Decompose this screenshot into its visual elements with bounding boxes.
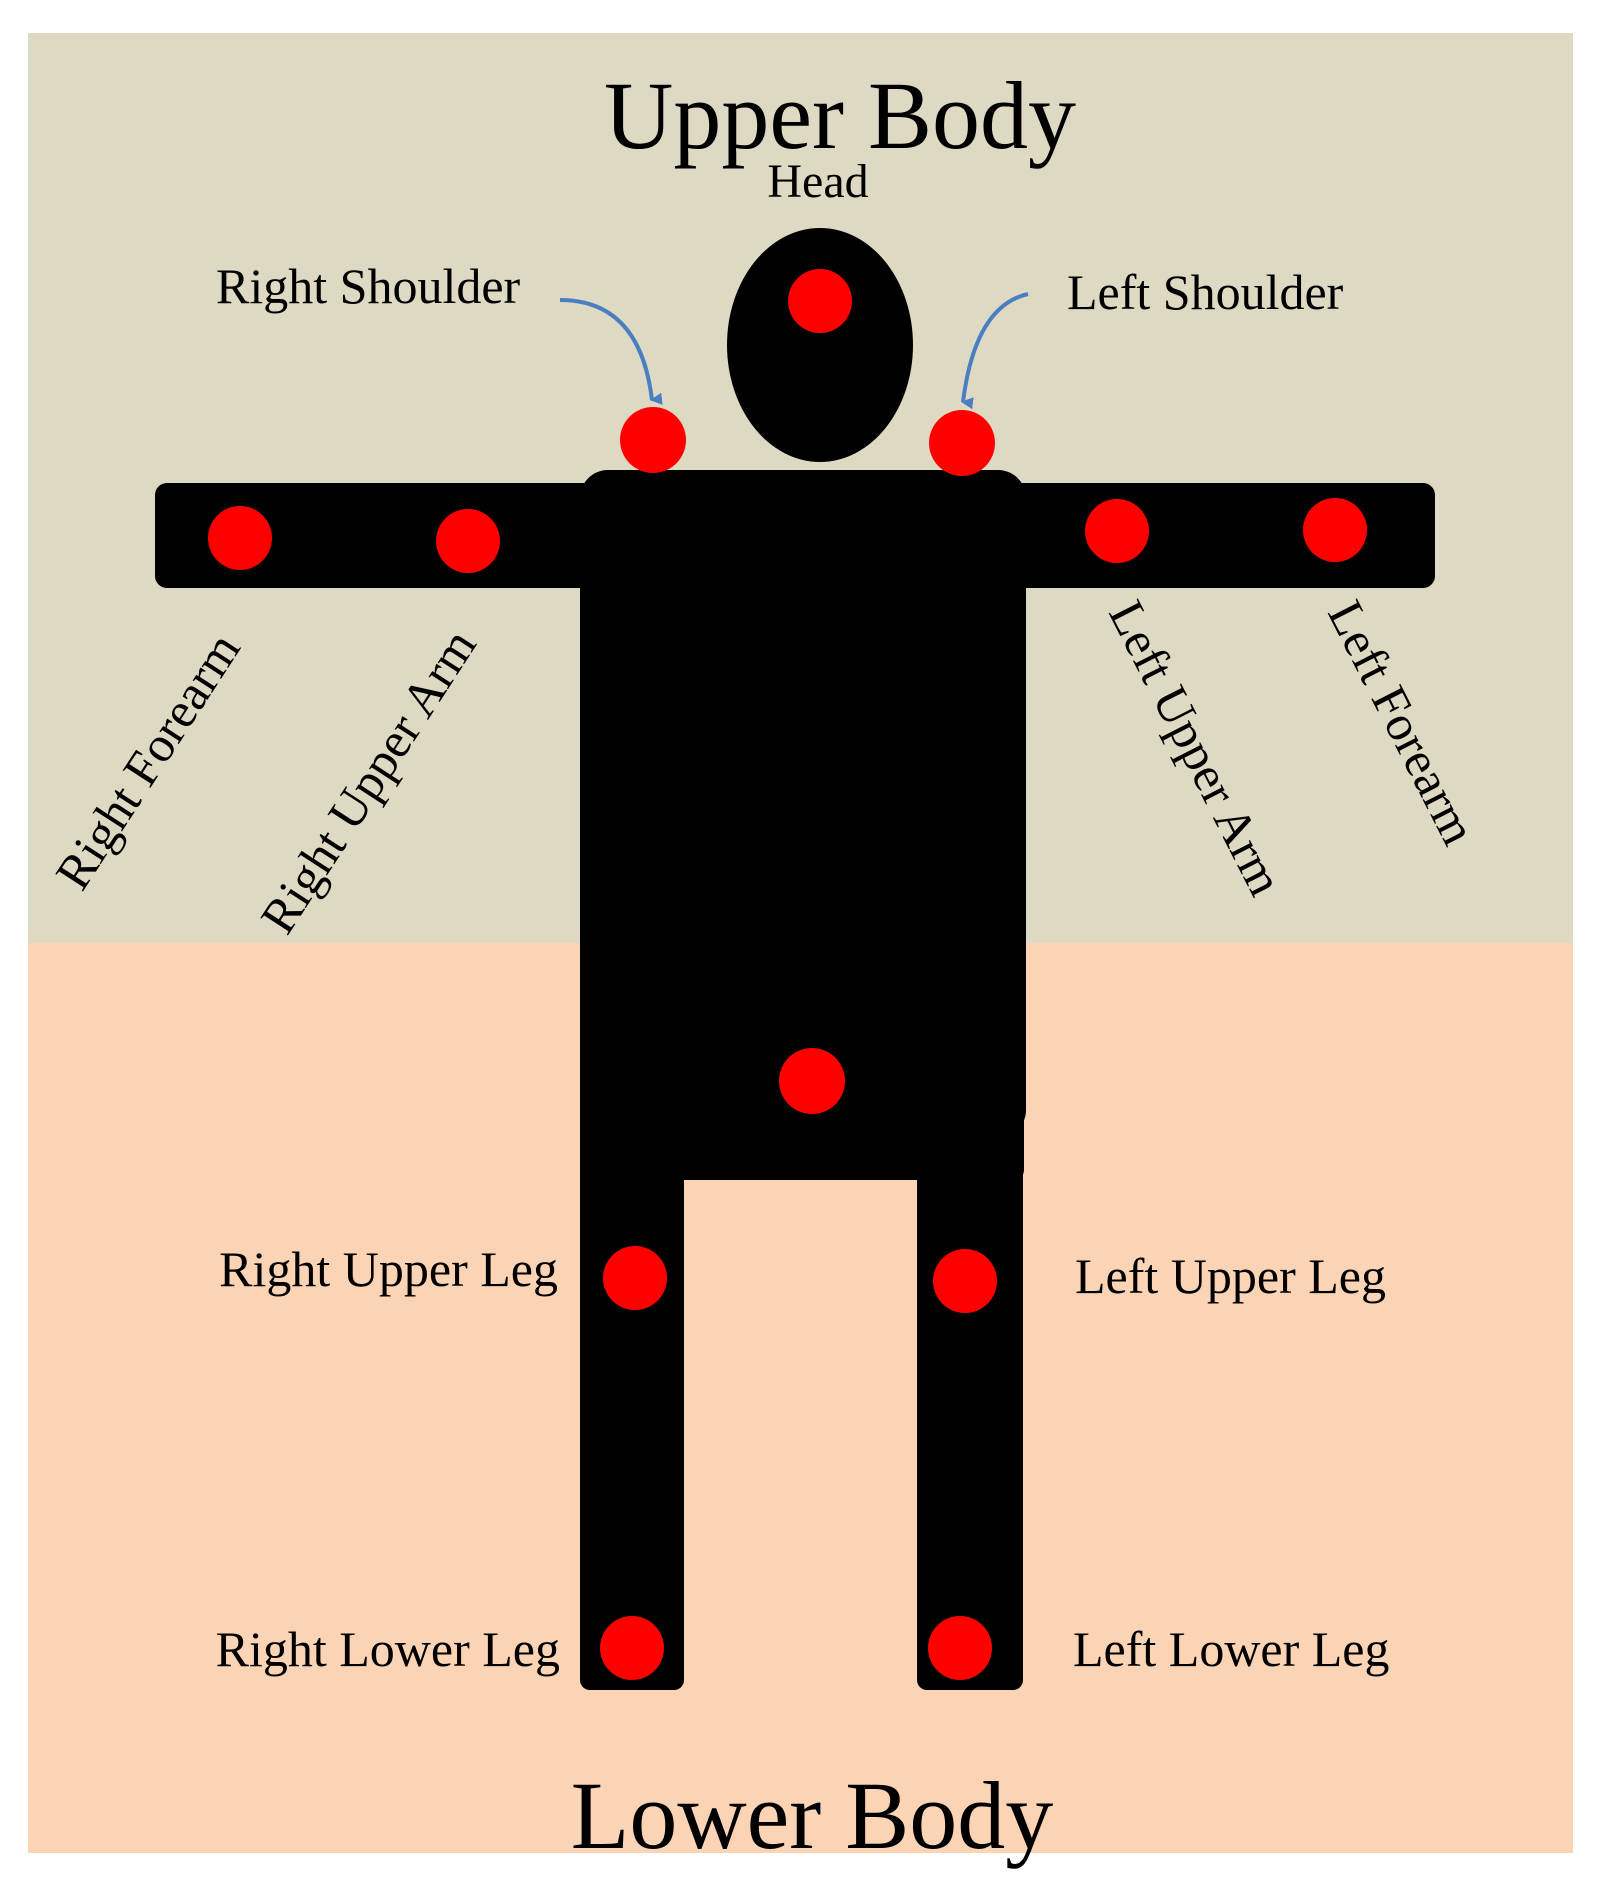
upper-body-title: Upper Body	[604, 62, 1076, 169]
sensor-left-forearm	[1303, 498, 1367, 562]
sensor-head	[788, 269, 852, 333]
sensor-right-forearm	[208, 506, 272, 570]
sensor-right-upper-leg	[603, 1246, 667, 1310]
label-left-shoulder: Left Shoulder	[1067, 264, 1344, 320]
right-shoulder-arrow	[559, 298, 663, 405]
label-pelvis: Pelvis	[757, 955, 879, 1011]
sensor-left-upper-arm	[1085, 499, 1149, 563]
label-left-lower-leg: Left Lower Leg	[1073, 1621, 1390, 1677]
left-shoulder-arrow	[961, 292, 1029, 410]
lower-body-title: Lower Body	[571, 1762, 1054, 1869]
sensor-pelvis	[779, 1048, 845, 1114]
label-head: Head	[767, 155, 868, 208]
head-shape	[727, 228, 913, 462]
label-right-lower-leg: Right Lower Leg	[216, 1621, 560, 1677]
hip-shape	[580, 1080, 1024, 1180]
label-right-shoulder: Right Shoulder	[216, 258, 521, 314]
sensor-left-lower-leg	[928, 1616, 992, 1680]
left-leg-shape	[917, 1120, 1023, 1690]
right-leg-shape	[580, 1120, 684, 1690]
sensor-right-upper-arm	[436, 509, 500, 573]
sensor-right-shoulder	[620, 407, 686, 473]
sensor-markers	[208, 269, 1367, 1680]
label-left-upper-leg: Left Upper Leg	[1075, 1248, 1386, 1304]
sensor-left-upper-leg	[933, 1249, 997, 1313]
sensor-left-shoulder	[929, 410, 995, 476]
sensor-right-lower-leg	[600, 1616, 664, 1680]
label-right-upper-leg: Right Upper Leg	[219, 1241, 558, 1297]
torso-shape	[580, 470, 1026, 1138]
